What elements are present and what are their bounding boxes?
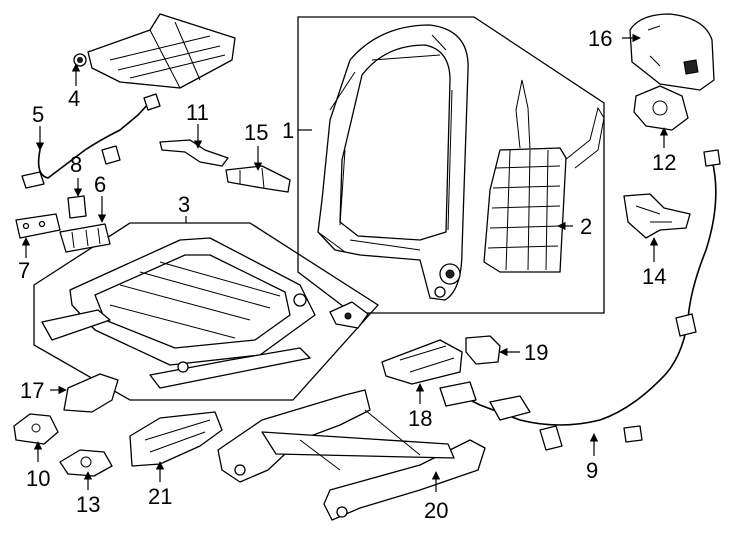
callout-16: 16 xyxy=(588,26,612,51)
clip-19-part[interactable] xyxy=(465,335,501,365)
knob-17-part[interactable] xyxy=(63,373,119,413)
callout-2: 2 xyxy=(580,214,592,239)
callout-15: 15 xyxy=(244,120,268,145)
callout-12: 12 xyxy=(652,150,676,175)
switch-cover-16-part[interactable] xyxy=(629,13,715,91)
adjuster-base-part[interactable] xyxy=(217,389,486,521)
seat-pan-part[interactable] xyxy=(73,13,236,89)
callout-3: 3 xyxy=(178,192,190,217)
callout-5: 5 xyxy=(32,102,44,127)
leader-lines xyxy=(21,33,669,492)
callout-6: 6 xyxy=(94,172,106,197)
cover-18-part[interactable] xyxy=(381,339,463,385)
callout-8: 8 xyxy=(70,152,82,177)
callout-20: 20 xyxy=(424,498,448,523)
callout-13: 13 xyxy=(76,492,100,517)
callout-19: 19 xyxy=(524,340,548,365)
callout-labels: 1 2 3 4 5 6 7 8 9 10 11 12 13 14 15 16 1… xyxy=(18,26,676,523)
callout-17: 17 xyxy=(20,378,44,403)
bracket-14-part[interactable] xyxy=(623,193,691,239)
seatback-group-box xyxy=(297,16,605,314)
cover-21-part[interactable] xyxy=(129,411,223,467)
bracket-10-part[interactable] xyxy=(13,413,59,445)
callout-10: 10 xyxy=(26,466,50,491)
harness-5-part[interactable] xyxy=(21,93,161,189)
cover-7-part[interactable] xyxy=(15,213,61,239)
callout-4: 4 xyxy=(68,86,80,111)
callout-21: 21 xyxy=(148,484,172,509)
cushion-frame-part[interactable] xyxy=(41,237,369,389)
cushion-group-box xyxy=(33,222,379,401)
callout-9: 9 xyxy=(586,458,598,483)
seatback-frame-part[interactable] xyxy=(317,24,469,301)
knob-13-part[interactable] xyxy=(59,449,113,477)
harness-9-part[interactable] xyxy=(439,149,721,451)
callout-11: 11 xyxy=(186,100,209,125)
callout-18: 18 xyxy=(408,406,432,431)
cap-8-part[interactable] xyxy=(67,195,87,219)
bracket-11-part[interactable] xyxy=(159,139,229,167)
bracket-6-part[interactable] xyxy=(59,223,111,253)
knob-12-part[interactable] xyxy=(633,85,689,131)
lumbar-support-part[interactable] xyxy=(483,79,605,273)
callout-1: 1 xyxy=(282,118,294,143)
callout-7: 7 xyxy=(18,258,30,283)
callout-14: 14 xyxy=(642,264,666,289)
